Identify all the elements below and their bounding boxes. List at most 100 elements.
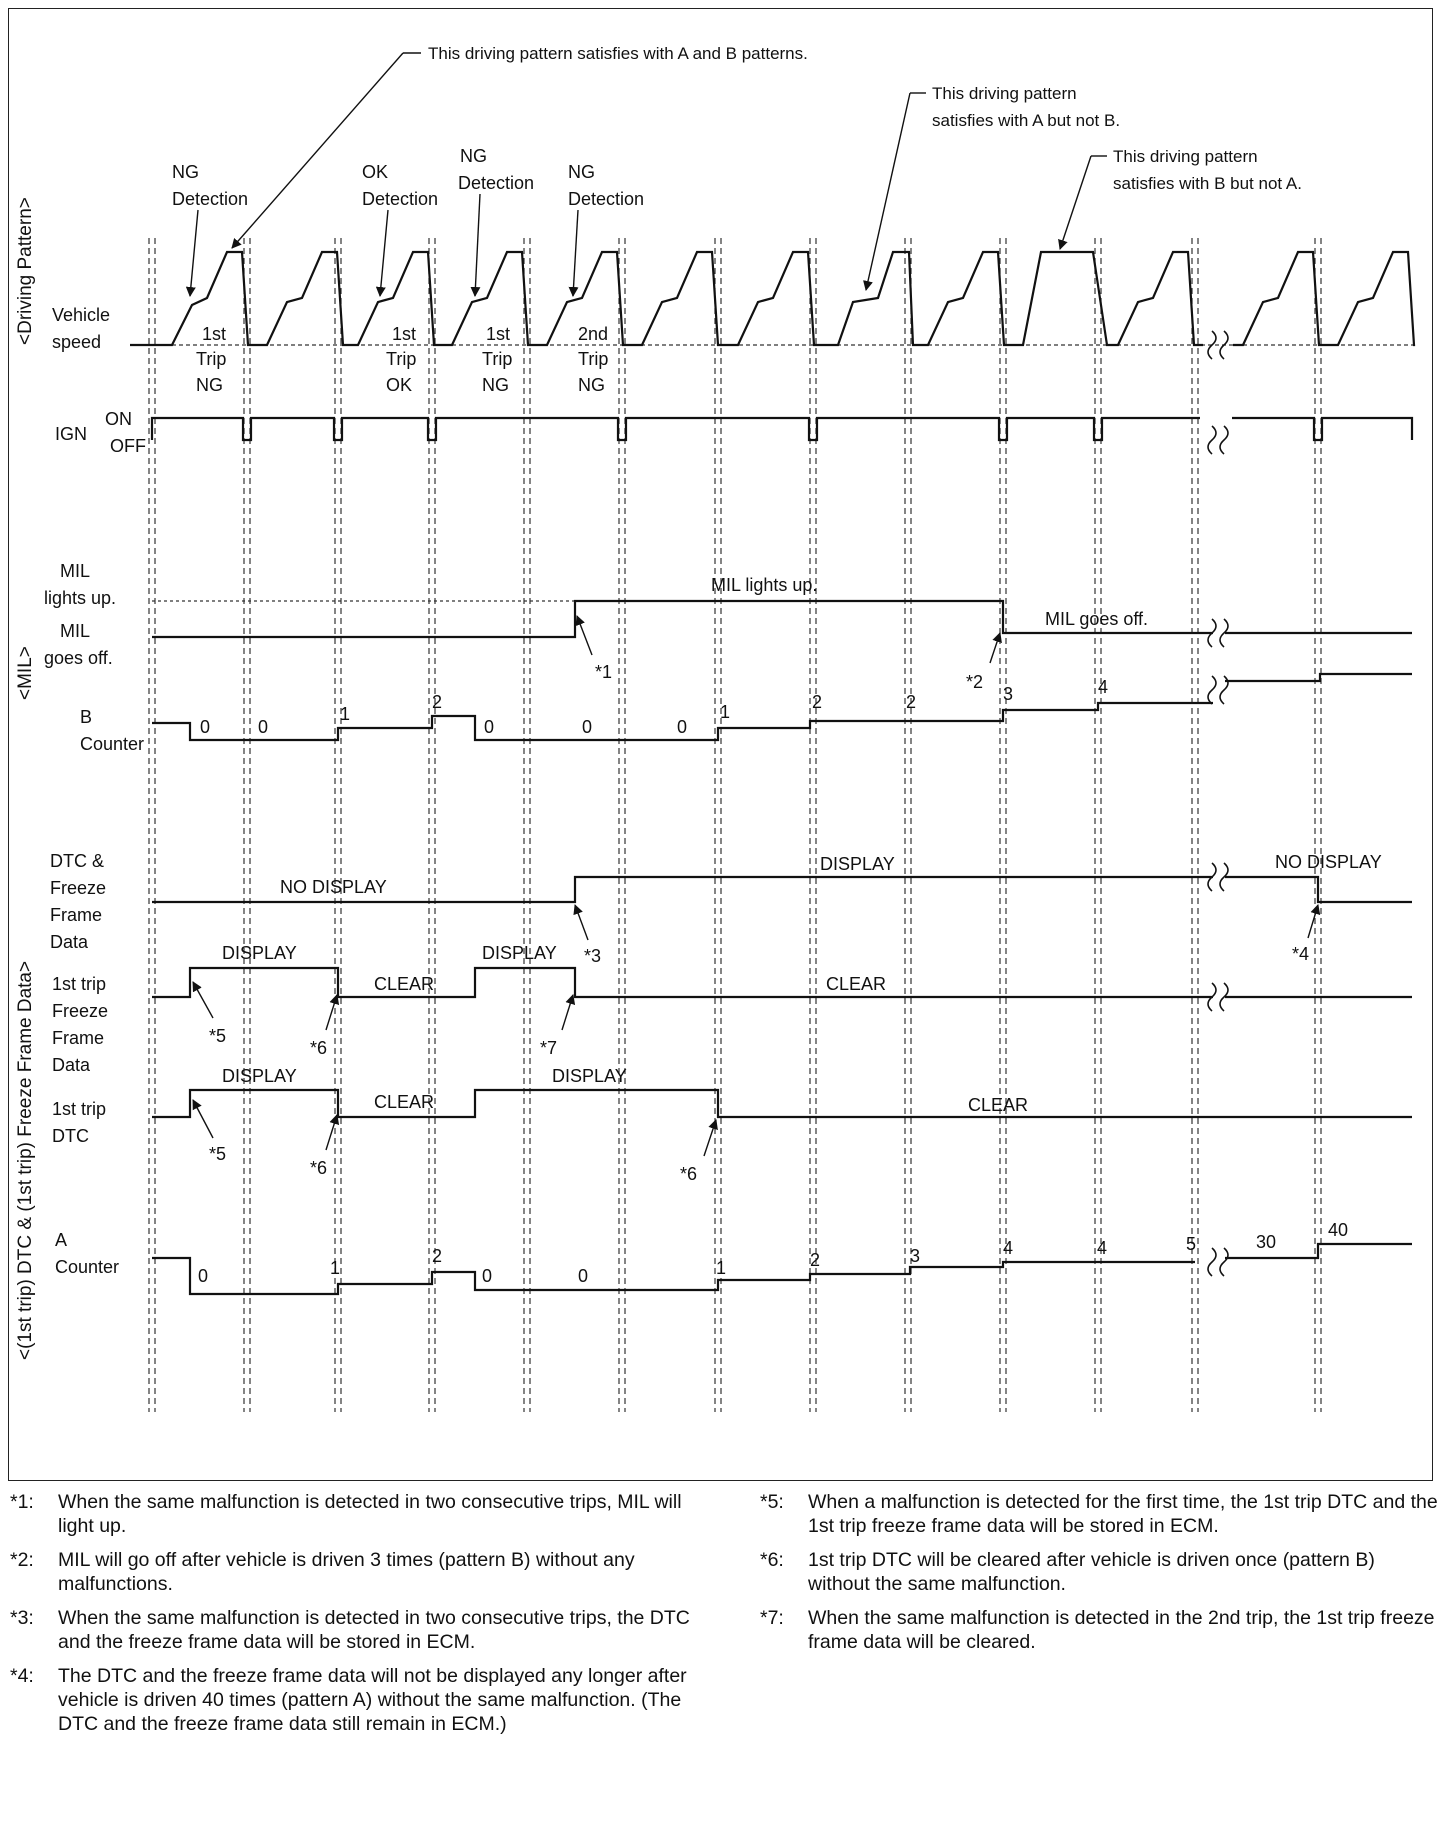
mil-state-up: MIL lights up.	[711, 575, 817, 595]
detection-1-arrow	[185, 209, 199, 297]
dtc-ffd-waveform	[152, 875, 1412, 904]
b-counter-value-9: 2	[906, 692, 916, 712]
b-counter-value-6: 0	[677, 717, 687, 737]
vertical-guide-lines	[148, 238, 1322, 1412]
footnotes-right-column: *5:When a malfunction is detected for th…	[760, 1490, 1440, 1664]
label-ign: IGN	[55, 424, 87, 444]
trip-1-a: 1st	[202, 324, 226, 344]
footnotes-left-column: *1:When the same malfunction is detected…	[10, 1490, 700, 1746]
label-a-counter-1: A	[55, 1230, 67, 1250]
break-symbol-3-1	[1219, 675, 1229, 705]
detection-2-arrow	[375, 209, 389, 297]
footnote-4: *4:The DTC and the freeze frame data wil…	[10, 1664, 700, 1736]
label-dtc-ffd-1: DTC &	[50, 851, 104, 871]
detection-2-line1: OK	[362, 162, 388, 182]
b-counter-waveform	[152, 672, 1412, 742]
trip-4-c: NG	[578, 375, 605, 395]
ign-waveform	[150, 416, 1414, 442]
detection-1-line2: Detection	[172, 189, 248, 209]
timing-diagram: <Driving Pattern> <MIL> <(1st trip) DTC …	[15, 44, 1416, 1412]
footnote-1: *1:When the same malfunction is detected…	[10, 1490, 700, 1538]
marker-6a-arrow	[325, 994, 340, 1031]
dtc-ffd-no-display-2: NO DISPLAY	[1275, 852, 1382, 872]
annotation-a-not-b-2: satisfies with A but not B.	[932, 111, 1120, 130]
b-counter-value-0: 0	[200, 717, 210, 737]
dtc1-display-1: DISPLAY	[222, 1066, 297, 1086]
trip-2-b: Trip	[386, 349, 416, 369]
b-counter-value-8: 2	[812, 692, 822, 712]
break-symbol-3-0	[1207, 675, 1217, 705]
group-label-dtc: <(1st trip) DTC & (1st trip) Freeze Fram…	[15, 961, 36, 1360]
trip-3-b: Trip	[482, 349, 512, 369]
footnote-6: *6:1st trip DTC will be cleared after ve…	[760, 1548, 1440, 1596]
detection-4-line2: Detection	[568, 189, 644, 209]
b-counter-value-1: 0	[258, 717, 268, 737]
a-counter-value-1: 1	[330, 1258, 340, 1278]
trip-3-a: 1st	[486, 324, 510, 344]
trip-4-b: Trip	[578, 349, 608, 369]
detection-2-line2: Detection	[362, 189, 438, 209]
dtc-ffd-no-display: NO DISPLAY	[280, 877, 387, 897]
break-symbols	[1207, 330, 1229, 1277]
break-symbol-0-1	[1219, 330, 1229, 360]
footnote-3: *3:When the same malfunction is detected…	[10, 1606, 700, 1654]
label-mil-up-2: lights up.	[44, 588, 116, 608]
dtc1-clear-2: CLEAR	[968, 1095, 1028, 1115]
break-symbol-4-0	[1207, 862, 1217, 892]
label-ffd1-1: 1st trip	[52, 974, 106, 994]
vehicle-speed-waveform	[130, 250, 1416, 347]
a-counter-value-7: 3	[910, 1246, 920, 1266]
trip-3-c: NG	[482, 375, 509, 395]
ffd1-display-2: DISPLAY	[482, 943, 557, 963]
marker-3: *3	[584, 946, 601, 966]
diagram-frame	[8, 8, 1433, 1481]
break-symbol-0-0	[1207, 330, 1217, 360]
a-counter-value-8: 4	[1003, 1238, 1013, 1258]
label-vehicle-speed-1: Vehicle	[52, 305, 110, 325]
b-counter-value-11: 4	[1098, 677, 1108, 697]
trip-2-a: 1st	[392, 324, 416, 344]
marker-6c-arrow	[703, 1119, 718, 1157]
detection-4-line1: NG	[568, 162, 595, 182]
footnote-6-text: 1st trip DTC will be cleared after vehic…	[808, 1549, 1375, 1595]
label-ffd1-4: Data	[52, 1055, 91, 1075]
marker-7-arrow	[561, 994, 576, 1031]
ffd1-clear-1: CLEAR	[374, 974, 434, 994]
marker-4: *4	[1292, 944, 1309, 964]
ffd1-clear-2: CLEAR	[826, 974, 886, 994]
mil-waveform	[152, 599, 1412, 639]
annotation-top: This driving pattern satisfies with A an…	[428, 44, 808, 63]
detection-1-line1: NG	[172, 162, 199, 182]
trip-4-a: 2nd	[578, 324, 608, 344]
label-dtc1-2: DTC	[52, 1126, 89, 1146]
a-counter-value-10: 5	[1186, 1234, 1196, 1254]
ffd1-waveform	[152, 966, 1412, 999]
marker-2-arrow	[989, 632, 1002, 664]
label-dtc-ffd-3: Frame	[50, 905, 102, 925]
a-counter-waveform	[152, 1242, 1412, 1296]
mil-state-off: MIL goes off.	[1045, 609, 1148, 629]
footnote-3-mark: *3:	[10, 1607, 34, 1629]
footnote-7: *7:When the same malfunction is detected…	[760, 1606, 1440, 1654]
a-counter-value-12: 40	[1328, 1220, 1348, 1240]
marker-4-arrow	[1307, 904, 1321, 939]
marker-6b-arrow	[325, 1114, 340, 1151]
ffd1-display-1: DISPLAY	[222, 943, 297, 963]
footnote-1-mark: *1:	[10, 1491, 34, 1513]
annotation-a-not-b-arrow	[863, 92, 911, 291]
footnotes: *1:When the same malfunction is detected…	[10, 1490, 1438, 1830]
footnote-7-mark: *7:	[760, 1607, 784, 1629]
label-mil-up-1: MIL	[60, 561, 90, 581]
marker-6a: *6	[310, 1038, 327, 1058]
marker-7: *7	[540, 1038, 557, 1058]
trip-1-c: NG	[196, 375, 223, 395]
a-counter-value-0: 0	[198, 1266, 208, 1286]
break-symbol-4-1	[1219, 862, 1229, 892]
marker-5a-arrow	[192, 981, 214, 1019]
break-symbol-5-1	[1219, 982, 1229, 1012]
label-ffd1-3: Frame	[52, 1028, 104, 1048]
b-counter-value-4: 0	[484, 717, 494, 737]
label-a-counter-2: Counter	[55, 1257, 119, 1277]
dtc1-display-2: DISPLAY	[552, 1066, 627, 1086]
